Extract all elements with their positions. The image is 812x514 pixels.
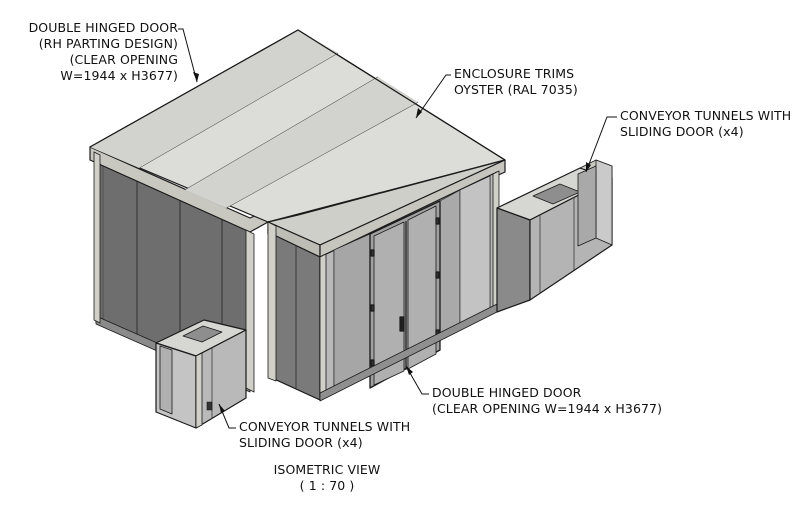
callout-double-hinged-door-front: DOUBLE HINGED DOOR (CLEAR OPENING W=1944… (432, 385, 662, 417)
roof (89, 29, 506, 233)
callout-double-door-line1: DOUBLE HINGED DOOR (432, 385, 582, 400)
callout-conveyor-right-line1: CONVEYOR TUNNELS WITH (620, 108, 792, 123)
callout-top-left-line4: W=1944 x H3677) (60, 68, 178, 83)
callout-top-left-line3: (CLEAR OPENING (69, 52, 178, 67)
callout-enclosure-trims: ENCLOSURE TRIMS OYSTER (RAL 7035) (454, 66, 578, 98)
callout-double-door-line2: (CLEAR OPENING W=1944 x H3677) (432, 401, 663, 416)
callout-conveyor-tunnels-right: CONVEYOR TUNNELS WITH SLIDING DOOR (x4) (620, 108, 791, 140)
callout-enclosure-trims-line1: ENCLOSURE TRIMS (454, 66, 575, 81)
view-title-name: ISOMETRIC VIEW (273, 462, 381, 477)
callout-conveyor-left-line2: SLIDING DOOR (x4) (239, 435, 363, 450)
callout-conveyor-right-line2: SLIDING DOOR (x4) (620, 124, 744, 139)
callout-enclosure-trims-line2: OYSTER (RAL 7035) (454, 82, 578, 97)
double-door (369, 200, 441, 389)
view-title-scale: ( 1 : 70 ) (299, 478, 355, 493)
callout-top-left-line2: (RH PARTING DESIGN) (38, 36, 178, 51)
conveyor-tunnel-right (496, 159, 613, 313)
callout-conveyor-tunnels-left: CONVEYOR TUNNELS WITH SLIDING DOOR (x4) (239, 419, 410, 451)
front-block (267, 159, 506, 402)
leader-lines (178, 28, 617, 429)
callout-conveyor-left-line1: CONVEYOR TUNNELS WITH (239, 419, 411, 434)
callout-double-hinged-door-rh: DOUBLE HINGED DOOR (RH PARTING DESIGN) (… (2, 20, 178, 84)
conveyor-tunnel-left (155, 319, 247, 429)
callout-top-left-line1: DOUBLE HINGED DOOR (28, 20, 178, 35)
view-title: ISOMETRIC VIEW ( 1 : 70 ) (252, 462, 402, 494)
